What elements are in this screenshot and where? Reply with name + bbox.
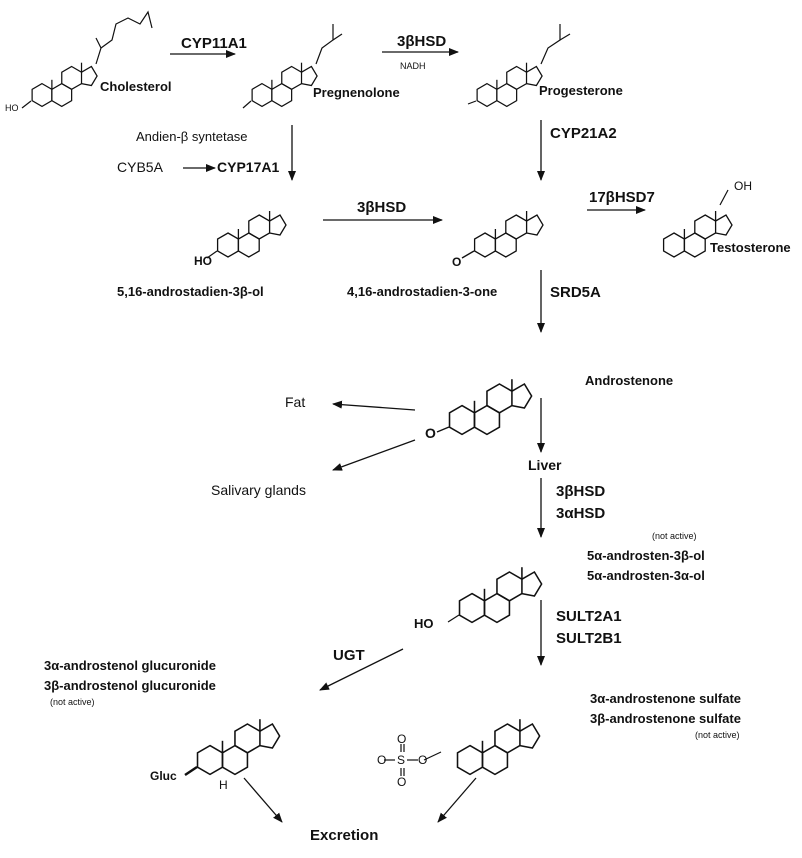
arrow-to-fat [332, 400, 416, 411]
cholesterol-structure [21, 10, 153, 109]
label-enzyme-cyp21a2: CYP21A2 [550, 125, 617, 142]
arrow-glucuronide-excretion [243, 777, 283, 823]
progesterone-structure [467, 24, 571, 108]
label-androstenone: Androstenone [585, 373, 674, 388]
label-androstadienol: 5,16-androstadien-3β-ol [117, 284, 264, 299]
label-enzyme-andien: Andien-β syntetase [136, 129, 248, 144]
label-androstenol-3b: 5α-androsten-3β-ol [587, 548, 705, 563]
label-cyb5a: CYB5A [117, 159, 163, 175]
label-enzyme-3bhsd-top: 3βHSD [397, 33, 447, 50]
label-enzyme-3bhsd-liver: 3βHSD [556, 483, 606, 500]
label-enzyme-srd5a: SRD5A [550, 284, 601, 301]
label-enzyme-ugt: UGT [333, 647, 365, 664]
label-enzyme-cyp11a1: CYP11A1 [181, 35, 247, 52]
label-sulfate-3b: 3β-androstenone sulfate [590, 711, 741, 726]
pregnenolone-structure [242, 24, 343, 109]
label-sulfate-3a: 3α-androstenone sulfate [590, 691, 742, 706]
note-not-active-androstenol: (not active) [652, 531, 697, 541]
label-cofactor-nadh: NADH [400, 61, 426, 71]
label-progesterone: Progesterone [539, 83, 623, 98]
atom-gluc: Gluc [150, 769, 177, 783]
atom-o-sulfate-left: O [377, 753, 387, 767]
label-androstadienone: 4,16-androstadien-3-one [347, 284, 498, 299]
note-not-active-glucuronide: (not active) [50, 697, 95, 707]
glucuronide-structure [184, 718, 281, 777]
note-not-active-sulfate: (not active) [695, 730, 740, 740]
androstenone-structure [436, 378, 533, 436]
label-testosterone: Testosterone [710, 240, 791, 255]
atom-o-sulfate-bridge: O [418, 753, 428, 767]
label-cholesterol: Cholesterol [100, 79, 172, 94]
atom-oh-testosterone: OH [734, 179, 752, 193]
label-liver: Liver [528, 457, 562, 473]
label-enzyme-sult2a1: SULT2A1 [556, 608, 622, 625]
atom-s: S [397, 753, 406, 767]
atom-h: H [219, 778, 228, 792]
label-enzyme-cyp17a1: CYP17A1 [217, 159, 280, 175]
atom-o-sulfate-bottom: O [397, 775, 407, 789]
label-enzyme-17bhsd7: 17βHSD7 [589, 189, 655, 206]
label-enzyme-3bhsd-mid: 3βHSD [357, 199, 407, 216]
reaction-arrows [170, 48, 646, 823]
androstadienol-structure [206, 210, 287, 259]
label-enzyme-sult2b1: SULT2B1 [556, 630, 622, 647]
atom-o-androstenone: O [425, 425, 436, 441]
label-glucuronide-3b: 3β-androstenol glucuronide [44, 678, 216, 693]
androstenol-structure [447, 566, 543, 624]
sulfate-structure [384, 718, 541, 776]
label-salivary-glands: Salivary glands [211, 482, 306, 498]
label-fat: Fat [285, 394, 306, 410]
testosterone-structure [662, 189, 733, 258]
arrow-to-salivary [332, 439, 416, 471]
atom-ho-cholesterol: HO [5, 103, 19, 113]
label-enzyme-3ahsd-liver: 3αHSD [556, 505, 606, 522]
atom-ho-androstadienol: HO [194, 254, 212, 268]
atom-ho-androstenol: HO [414, 616, 434, 631]
label-excretion: Excretion [310, 827, 379, 844]
atom-o-androstadienone: O [452, 255, 462, 269]
label-pregnenolone: Pregnenolone [313, 85, 400, 100]
atom-o-sulfate-top: O [397, 732, 407, 746]
arrow-androstenol-glucuronide [319, 648, 404, 691]
label-glucuronide-3a: 3α-androstenol glucuronide [44, 658, 216, 673]
arrow-sulfate-excretion [437, 777, 477, 823]
androstadienone-structure [461, 210, 544, 259]
label-androstenol-3a: 5α-androsten-3α-ol [587, 568, 705, 583]
